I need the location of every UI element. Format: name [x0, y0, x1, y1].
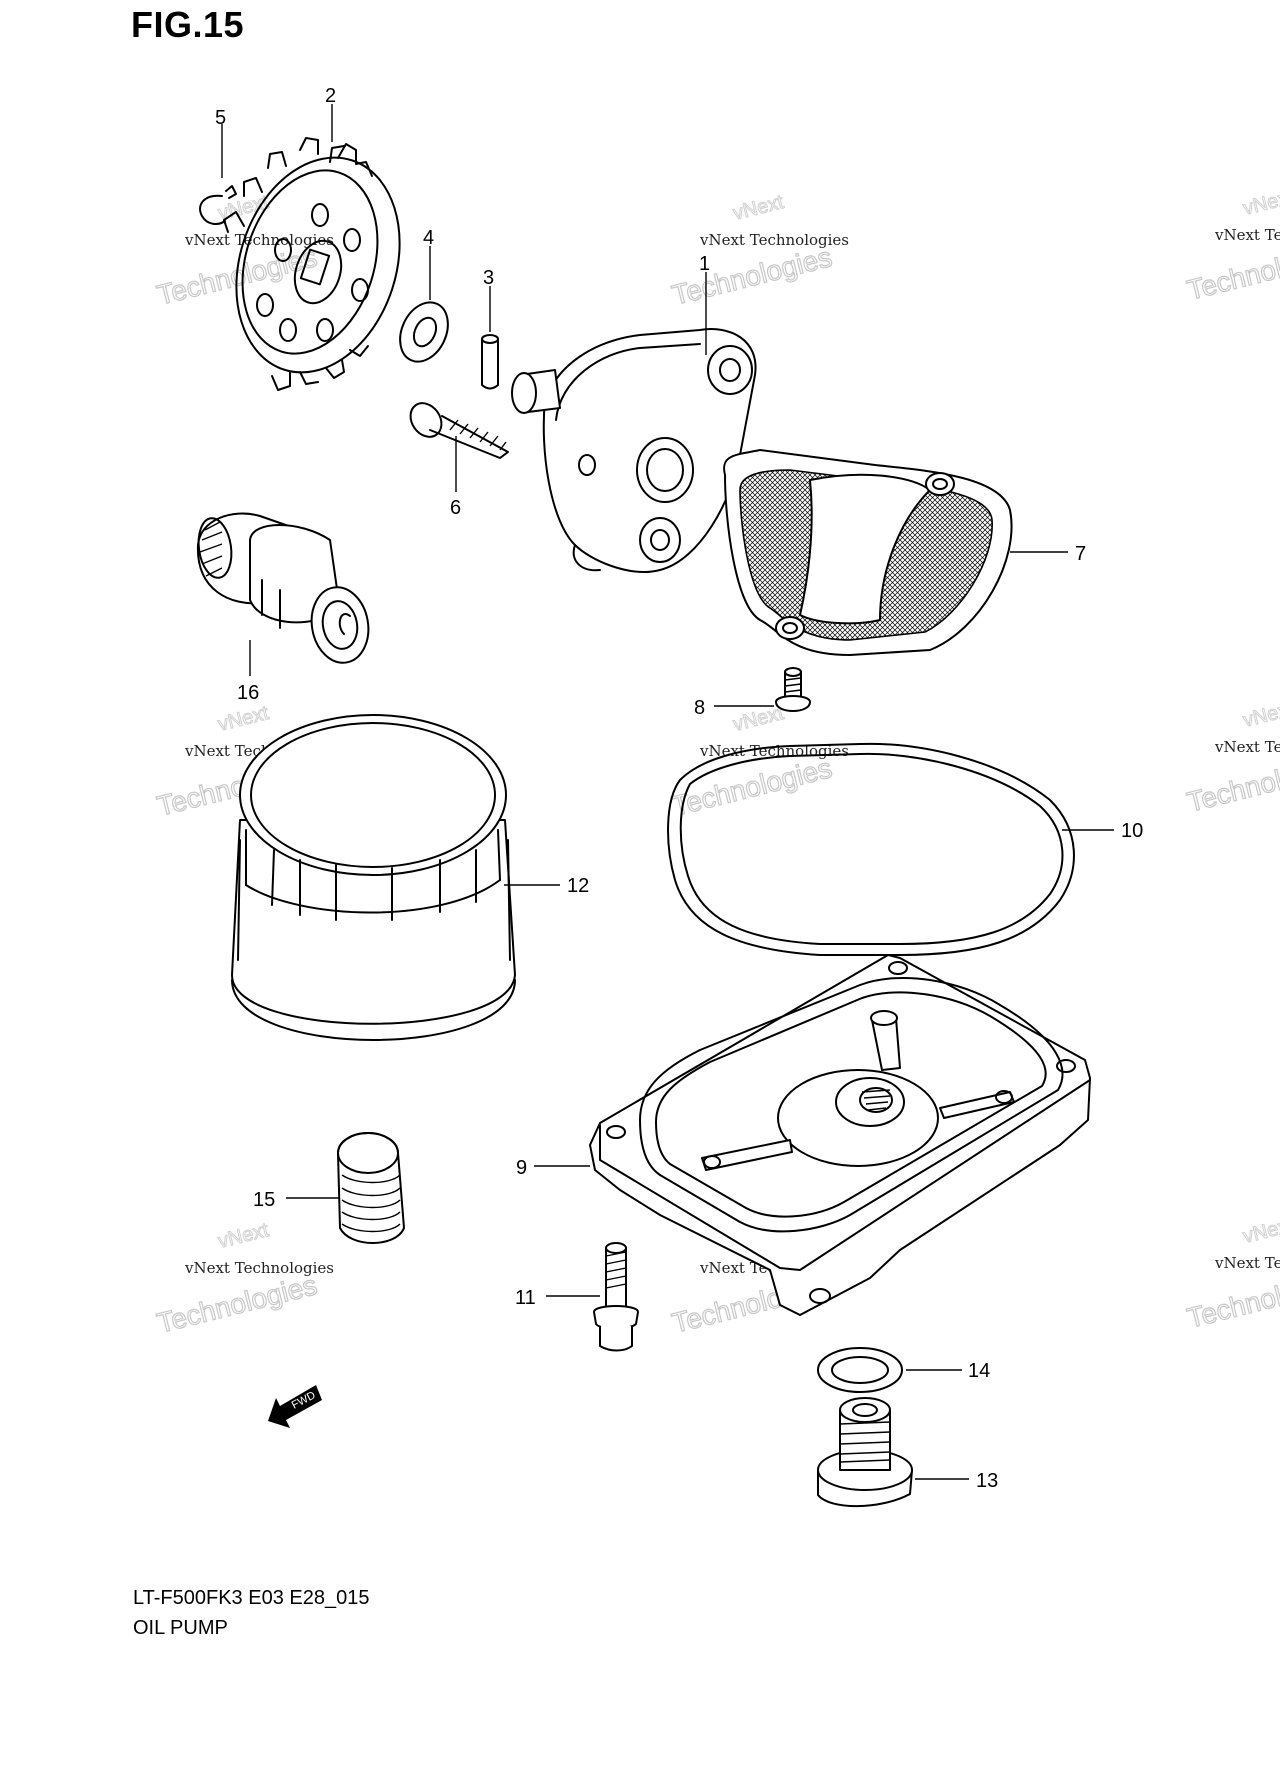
callout-7: 7 [1075, 543, 1086, 565]
watermark-text: vNext [216, 702, 271, 736]
watermark-text: Technologies [669, 752, 835, 822]
watermark-text: vNext Technologies [184, 1259, 334, 1277]
watermark-text: vNext [1241, 1214, 1280, 1248]
callout-10: 10 [1121, 820, 1143, 842]
part-10-oil-pan-gasket [667, 742, 1075, 956]
part-15-plug [337, 1132, 405, 1244]
callout-9: 9 [516, 1157, 527, 1179]
callout-11: 11 [515, 1287, 536, 1309]
watermark-text: Technologies [1184, 236, 1280, 306]
part-8-screw [775, 667, 811, 712]
watermark-text: Technologies [1184, 1264, 1280, 1334]
watermark-text: vNext [731, 191, 786, 225]
watermark-text: Technologies [154, 1269, 320, 1339]
watermark-text: vNext [216, 1219, 271, 1253]
figure-name: OIL PUMP [133, 1617, 228, 1639]
part-6-bolt [409, 402, 509, 459]
part-14-drain-gasket [817, 1347, 903, 1393]
figure-title: FIG.15 [131, 4, 245, 45]
part-5-circlip [199, 185, 237, 225]
watermark-text: vNext Technologies [1214, 738, 1280, 756]
callout-16: 16 [237, 682, 259, 704]
callout-labels: 5 2 4 3 1 6 7 8 10 12 9 11 14 13 15 16 [215, 85, 1143, 1492]
watermark-text: vNext [1241, 186, 1280, 220]
model-code: LT-F500FK3 E03 E28_015 [133, 1587, 370, 1609]
watermark-text: vNext Technologies [1214, 226, 1280, 244]
callout-12: 12 [567, 875, 589, 897]
callout-3: 3 [483, 267, 494, 289]
callout-2: 2 [325, 85, 336, 107]
callout-8: 8 [694, 697, 705, 719]
watermark-text: Technologies [669, 241, 835, 311]
callout-5: 5 [215, 107, 226, 129]
callout-15: 15 [253, 1189, 275, 1211]
fwd-direction-arrow: FWD [268, 1385, 322, 1428]
part-9-oil-pan [589, 954, 1091, 1316]
part-16-oil-pressure-switch [196, 512, 370, 664]
part-1-oil-pump [511, 328, 757, 573]
part-13-drain-plug [817, 1397, 913, 1508]
callout-6: 6 [450, 497, 461, 519]
part-3-pin [481, 334, 499, 390]
part-11-bolt [593, 1242, 639, 1352]
leader-lines [221, 104, 1114, 1480]
callout-14: 14 [968, 1360, 990, 1382]
watermark-text: vNext Technologies [1214, 1254, 1280, 1272]
part-2-driven-gear [223, 137, 401, 391]
callout-1: 1 [699, 253, 710, 275]
part-7-oil-strainer [723, 449, 1013, 656]
watermark-text: vNext Technologies [699, 231, 849, 249]
watermark-text: vNext [1241, 698, 1280, 732]
watermark-text: Technologies [1184, 748, 1280, 818]
figure-caption: LT-F500FK3 E03 E28_015 OIL PUMP [133, 1583, 369, 1643]
part-4-washer [399, 301, 449, 363]
watermark-text: vNext Technologies [184, 231, 334, 249]
callout-13: 13 [976, 1470, 998, 1492]
callout-4: 4 [423, 227, 434, 249]
part-12-oil-filter [231, 714, 516, 1041]
